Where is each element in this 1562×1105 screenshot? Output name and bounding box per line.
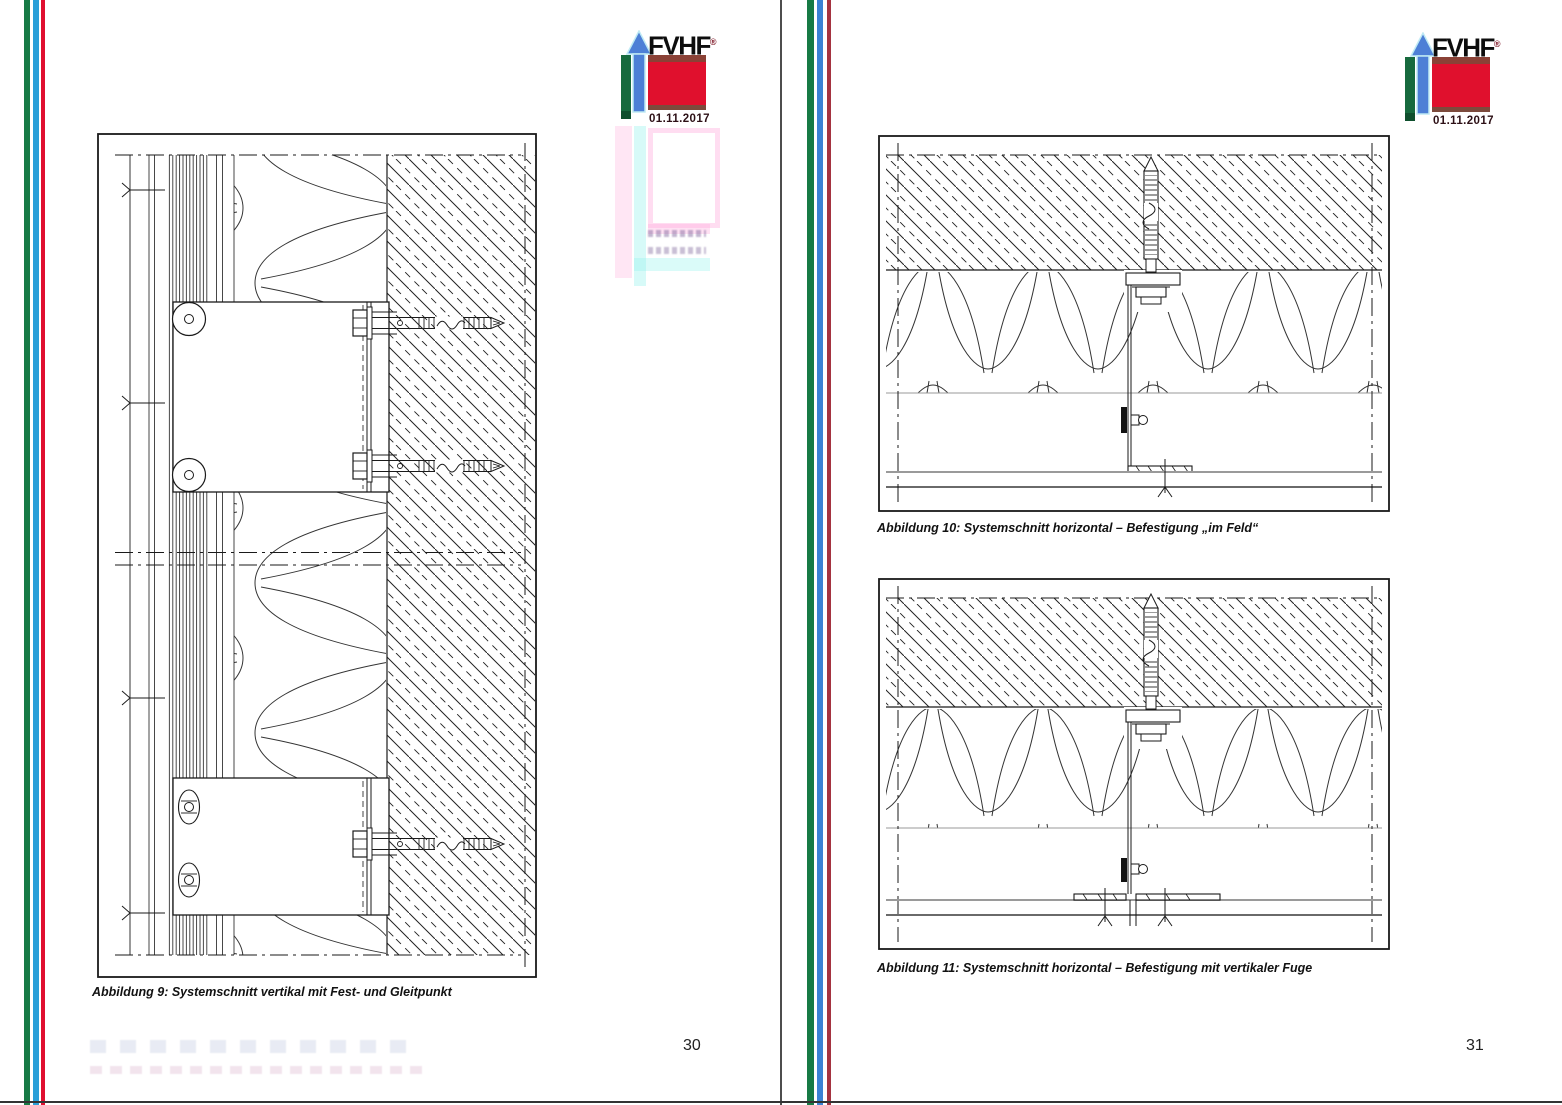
- wall-section-hatch: [886, 598, 1382, 708]
- ghost-artifact: [615, 126, 632, 278]
- anchor-dowel: [1142, 156, 1159, 273]
- wall-section-hatch: [886, 155, 1382, 271]
- ghost-artifact: [648, 128, 720, 228]
- ghost-artifact: [634, 258, 710, 271]
- edge-stripe-red: [41, 0, 45, 1105]
- section-boundary-lines: [886, 143, 1382, 503]
- datum-arrow: [121, 182, 165, 921]
- logo-green-bar-icon: [1405, 57, 1415, 121]
- figure-11-caption: Abbildung 11: Systemschnitt horizontal –…: [877, 961, 1313, 975]
- logo-date: 01.11.2017: [649, 113, 710, 125]
- hanger-bracket: [1124, 707, 1182, 749]
- section-boundary-lines: [115, 154, 521, 956]
- anchor-dowel: [1142, 593, 1159, 710]
- facade-panel-rails: [886, 458, 1382, 498]
- ghost-footer-text: [90, 1040, 412, 1053]
- edge-stripe-blue: [33, 0, 39, 1105]
- ghost-artifact: [648, 230, 706, 237]
- logo-red-square-icon: [648, 55, 706, 110]
- section-boundary-lines: [886, 586, 1382, 942]
- page-number-left: 30: [683, 1037, 701, 1054]
- fvhf-logo: FVHF® 01.11.2017: [618, 28, 717, 130]
- logo-date: 01.11.2017: [1433, 115, 1494, 127]
- ghost-artifact: [648, 224, 710, 234]
- vertical-profile: [1121, 722, 1148, 894]
- registered-mark: ®: [709, 37, 717, 47]
- figure-10-drawing: [878, 135, 1390, 512]
- page-number-right: 31: [1466, 1037, 1484, 1054]
- edge-stripe-blue-right: [817, 0, 823, 1105]
- edge-stripe-green-right: [807, 0, 814, 1105]
- logo-wordmark: FVHF®: [1432, 32, 1501, 63]
- figure-10-caption: Abbildung 10: Systemschnitt horizontal –…: [877, 521, 1259, 535]
- ghost-footer-text: [90, 1066, 422, 1074]
- logo-arrow-icon: [625, 30, 653, 113]
- facade-panels-with-joint: [886, 887, 1382, 927]
- ghost-artifact: [634, 126, 646, 286]
- drawing-border: [878, 135, 1390, 512]
- drawing-border: [878, 578, 1390, 950]
- edge-stripe-red-right: [827, 0, 831, 1105]
- wall-section-hatch: [386, 143, 535, 968]
- logo-red-square-icon: [1432, 57, 1490, 112]
- ghost-artifact: [648, 247, 706, 254]
- page-divider: [780, 0, 782, 1105]
- vertical-profile: [1121, 285, 1193, 473]
- window-bottom-edge: [0, 1101, 1562, 1103]
- logo-wordmark: FVHF®: [648, 30, 717, 61]
- figure-9-drawing: [97, 133, 537, 978]
- edge-stripe-green: [24, 0, 30, 1105]
- registered-mark: ®: [1493, 39, 1501, 49]
- logo-green-bar-icon: [621, 55, 631, 119]
- logo-arrow-icon: [1409, 32, 1437, 115]
- drawing-border: [97, 133, 537, 978]
- figure-11-drawing: [878, 578, 1390, 950]
- figure-9-caption: Abbildung 9: Systemschnitt vertikal mit …: [92, 985, 452, 999]
- fvhf-logo-right: FVHF® 01.11.2017: [1402, 30, 1501, 132]
- hanger-bracket: [1124, 270, 1182, 312]
